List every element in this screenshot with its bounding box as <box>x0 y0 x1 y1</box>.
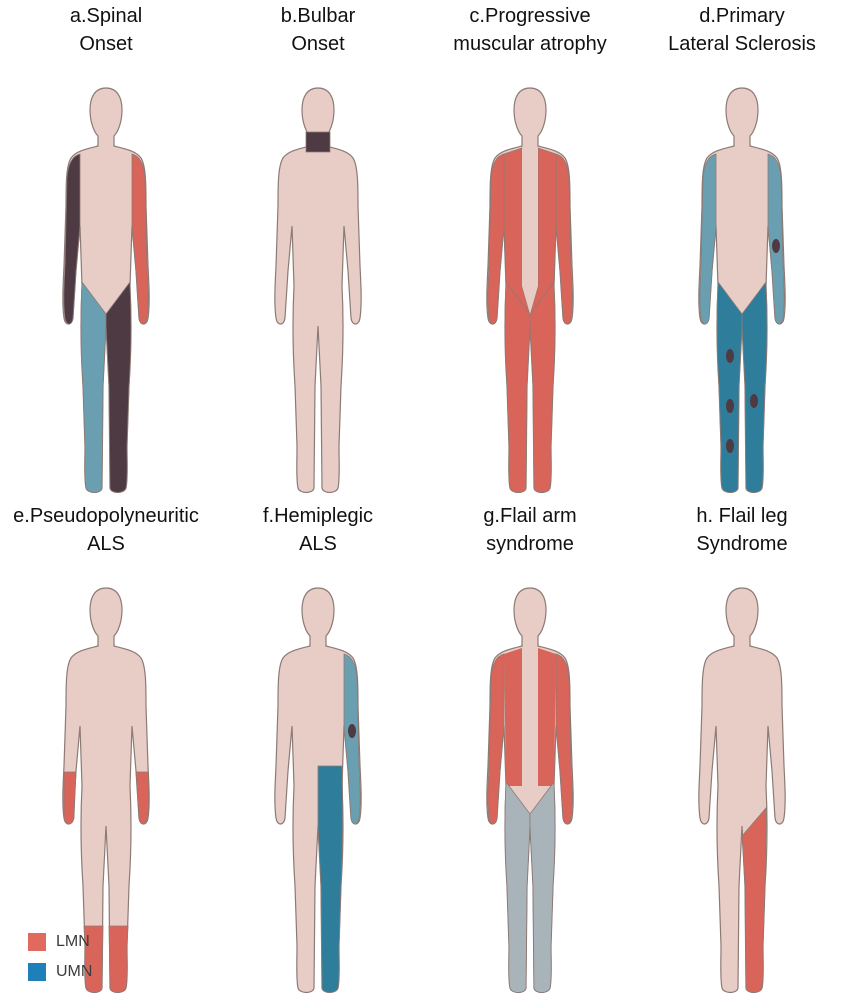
caption-line-2: ALS <box>212 530 424 558</box>
lesion-spot <box>726 349 734 363</box>
body-figure <box>258 586 378 996</box>
body-figure <box>470 86 590 496</box>
panel-caption: b.Bulbar Onset <box>212 2 424 58</box>
body-figure <box>682 86 802 496</box>
caption-line-1: f.Hemiplegic <box>212 502 424 530</box>
panel-caption: c.Progressive muscular atrophy <box>424 2 636 58</box>
body-figure <box>46 86 166 496</box>
caption-line-1: c.Progressive <box>424 2 636 30</box>
region-left-leg <box>505 782 530 993</box>
caption-line-1: g.Flail arm <box>424 502 636 530</box>
legend-label-lmn: LMN <box>56 933 90 951</box>
lesion-spot <box>348 724 356 738</box>
caption-line-1: a.Spinal <box>0 2 212 30</box>
region-right-leg <box>530 282 555 493</box>
caption-line-2: Syndrome <box>636 530 848 558</box>
panel-bulbar-onset: b.Bulbar Onset <box>212 0 424 500</box>
lesion-spot <box>726 399 734 413</box>
caption-line-2: muscular atrophy <box>424 30 636 58</box>
panel-hemiplegic-als: f.Hemiplegic ALS <box>212 500 424 1000</box>
panel-caption: f.Hemiplegic ALS <box>212 502 424 558</box>
region-right-foot <box>109 926 128 993</box>
region-right-leg <box>742 808 766 993</box>
panel-primary-lateral-sclerosis: d.Primary Lateral Sclerosis <box>636 0 848 500</box>
legend-label-umn: UMN <box>56 963 92 981</box>
panel-caption: a.Spinal Onset <box>0 2 212 58</box>
legend-item-umn: UMN <box>28 960 92 984</box>
caption-line-1: d.Primary <box>636 2 848 30</box>
panel-spinal-onset: a.Spinal Onset <box>0 0 212 500</box>
body-silhouette <box>63 88 149 493</box>
region-left-leg <box>505 282 530 493</box>
body-silhouette <box>487 588 573 993</box>
lesion-spot <box>772 239 780 253</box>
legend-swatch-lmn <box>28 933 46 951</box>
panel-caption: h. Flail leg Syndrome <box>636 502 848 558</box>
caption-line-1: e.Pseudopolyneuritic <box>0 502 212 530</box>
panel-caption: e.Pseudopolyneuritic ALS <box>0 502 212 558</box>
body-silhouette <box>699 588 785 993</box>
legend-item-lmn: LMN <box>28 930 92 954</box>
region-right-trunk <box>538 648 556 786</box>
panel-flail-leg-syndrome: h. Flail leg Syndrome <box>636 500 848 1000</box>
caption-line-1: b.Bulbar <box>212 2 424 30</box>
caption-line-2: syndrome <box>424 530 636 558</box>
region-right-leg <box>530 782 555 993</box>
panel-caption: d.Primary Lateral Sclerosis <box>636 2 848 58</box>
region-right-leg <box>106 282 131 493</box>
region-left-leg <box>717 282 742 493</box>
legend-swatch-umn <box>28 963 46 981</box>
region-left-trunk <box>504 648 522 786</box>
body-figure <box>682 586 802 996</box>
body-silhouette <box>699 88 785 493</box>
panel-progressive-muscular-atrophy: c.Progressive muscular atrophy <box>424 0 636 500</box>
caption-line-2: ALS <box>0 530 212 558</box>
caption-line-2: Lateral Sclerosis <box>636 30 848 58</box>
caption-line-2: Onset <box>0 30 212 58</box>
lesion-spot <box>750 394 758 408</box>
body-figure <box>470 586 590 996</box>
region-right-hand <box>136 772 149 824</box>
legend: LMN UMN <box>28 930 92 990</box>
panel-pseudopolyneuritic-als: e.Pseudopolyneuritic ALS <box>0 500 212 1000</box>
lesion-spot <box>726 439 734 453</box>
body-figure <box>258 86 378 496</box>
panel-caption: g.Flail arm syndrome <box>424 502 636 558</box>
region-right-leg <box>318 766 343 993</box>
caption-line-1: h. Flail leg <box>636 502 848 530</box>
region-bulbar <box>306 132 330 152</box>
panel-flail-arm-syndrome: g.Flail arm syndrome <box>424 500 636 1000</box>
region-left-leg <box>81 282 106 493</box>
region-left-hand <box>64 772 76 824</box>
spared-spine <box>522 148 538 314</box>
caption-line-2: Onset <box>212 30 424 58</box>
region-right-leg <box>742 282 767 493</box>
